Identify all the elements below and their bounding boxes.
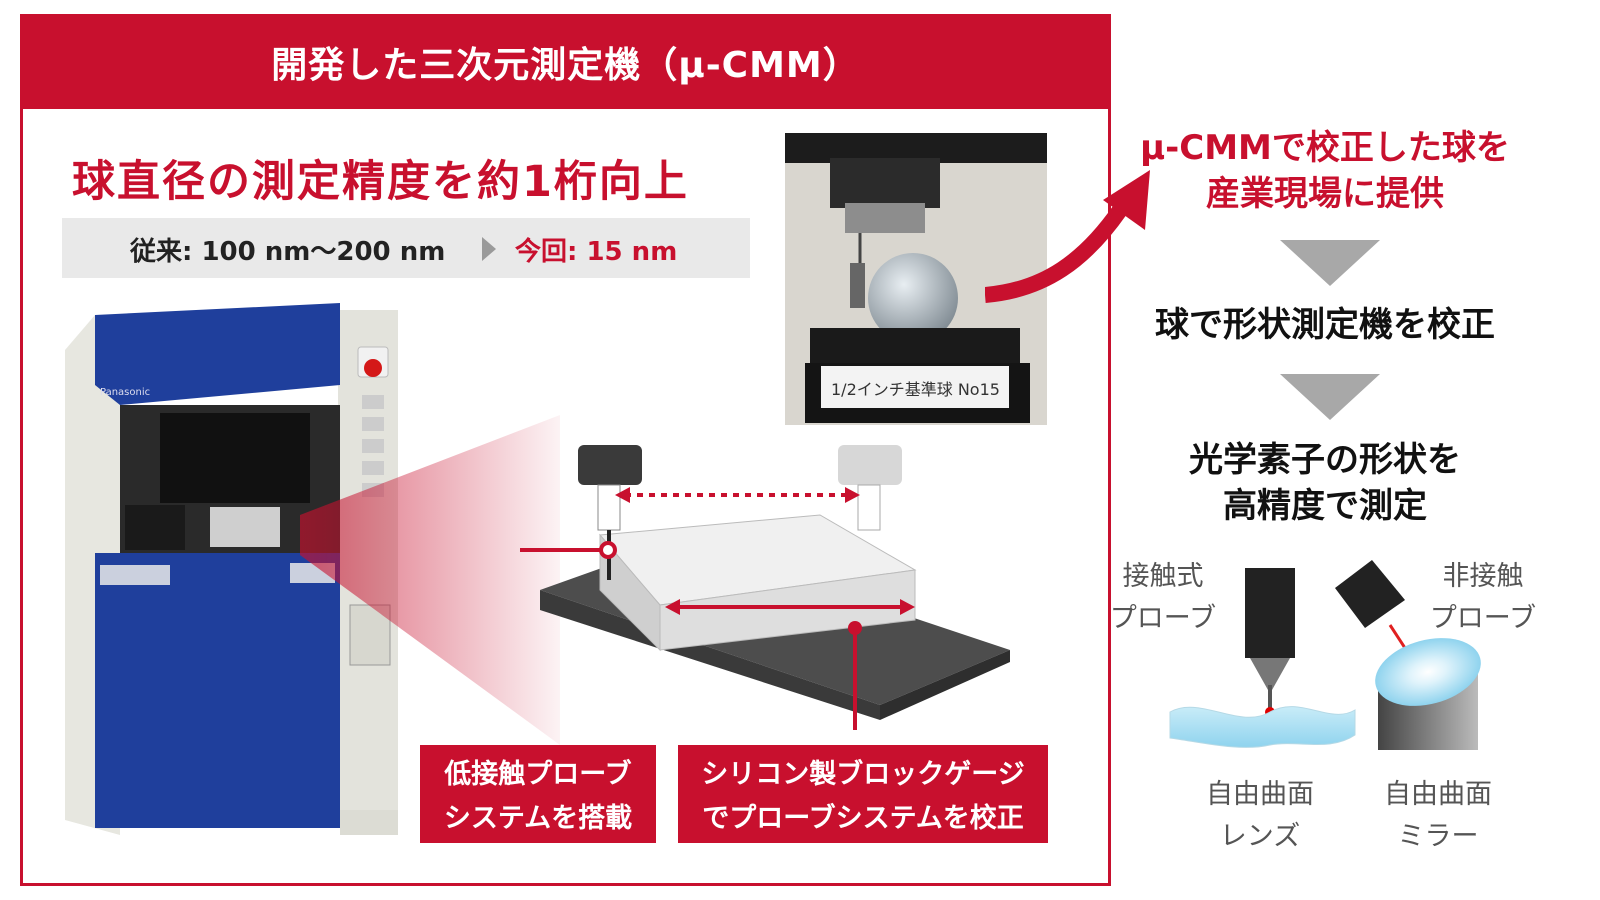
machine-lower-cabinet [95,553,340,828]
callout-text: システムを搭載 [443,803,633,834]
mirror-label: 自由曲面 ミラー [1368,774,1508,858]
probe-right-icon [838,445,902,485]
brand-logo: Panasonic [100,387,150,398]
probe-left-icon [578,445,642,485]
label-text: プローブ [1429,603,1537,634]
freeform-mirror [1375,638,1481,706]
label-text: プローブ [1109,603,1217,634]
flow-text: 産業現場に提供 [1206,174,1444,214]
down-arrow-icon [1280,374,1380,420]
down-arrow-icon [1280,240,1380,286]
callout-text: 低接触プローブ [444,759,632,790]
sphere-label: 1/2インチ基準球 No15 [831,380,1000,399]
panel-title: 開発した三次元測定機（μ-CMM） [20,14,1111,109]
flow-text: 高精度で測定 [1223,486,1427,526]
headline: 球直径の測定精度を約1桁向上 [72,157,689,207]
current-accuracy: 今回: 15 nm [515,237,678,267]
reference-sphere [868,253,958,343]
flow-text: 光学素子の形状を [1189,440,1461,480]
machine-top-cover [95,303,340,405]
label-text: 自由曲面 [1384,779,1492,810]
flow-step-3: 光学素子の形状を 高精度で測定 [1115,437,1535,529]
previous-accuracy: 従来: 100 nm～200 nm [130,237,446,267]
callout-text: シリコン製ブロックゲージ [701,759,1025,790]
block-gauge-callout: シリコン製ブロックゲージ でプローブシステムを校正 [678,745,1048,843]
label-text: 自由曲面 [1206,779,1314,810]
zoom-highlight [300,415,560,745]
label-text: 接触式 [1122,561,1204,592]
label-text: 非接触 [1442,561,1524,592]
flow-step-2: 球で形状測定機を校正 [1155,305,1495,345]
comparison-bar: 従来: 100 nm～200 nm 今回: 15 nm [62,218,750,278]
noncontact-probe-label: 非接触 プローブ [1418,556,1548,640]
flow-step-1: μ-CMMで校正した球を 産業現場に提供 [1115,125,1535,217]
noncontact-probe-icon [1335,560,1405,628]
contact-probe-label: 接触式 プローブ [1098,556,1228,640]
callout-text: でプローブシステムを校正 [702,803,1024,834]
freeform-lens [1169,706,1356,748]
emergency-stop-icon [364,359,382,377]
label-text: レンズ [1219,821,1301,852]
label-text: ミラー [1397,821,1479,852]
contact-probe-icon [1245,568,1295,658]
probe-system-callout: 低接触プローブ システムを搭載 [420,745,656,843]
flow-text: μ-CMMで校正した球を [1140,128,1510,168]
flow-arrow-icon [985,170,1150,303]
block-gauge-diagram [520,445,1010,730]
arrow-right-icon [482,237,496,261]
reference-sphere-photo: 1/2インチ基準球 No15 [785,133,1047,425]
probe-illustrations [1169,560,1481,750]
lens-label: 自由曲面 レンズ [1190,774,1330,858]
